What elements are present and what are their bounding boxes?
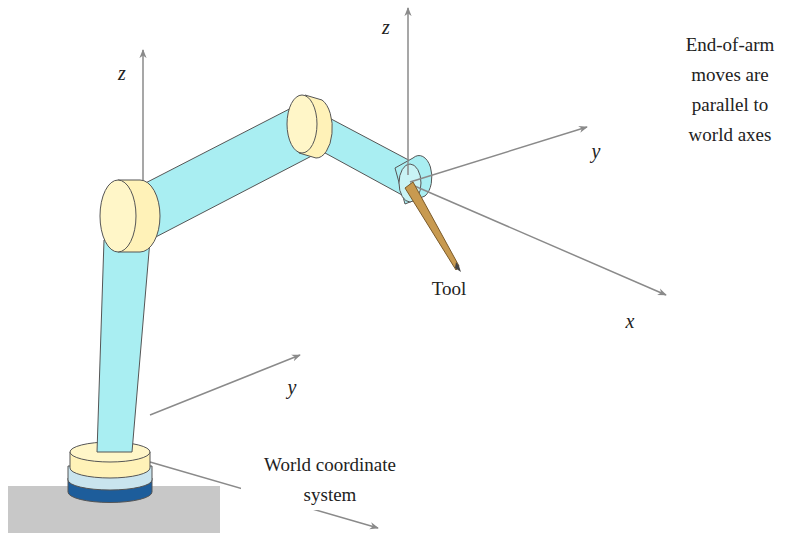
part-label: Tool bbox=[432, 274, 467, 304]
axis-label: x bbox=[626, 306, 635, 336]
elbow-joint bbox=[287, 95, 332, 158]
world-z-axis bbox=[142, 50, 144, 200]
side-note: End-of-arm moves are parallel to world a… bbox=[668, 30, 793, 150]
robot-column bbox=[97, 240, 150, 452]
axis-label: y bbox=[592, 136, 601, 166]
axis-label: z bbox=[382, 12, 390, 42]
axis-label: y bbox=[288, 372, 297, 402]
tool-y-axis bbox=[410, 127, 587, 182]
caption-note: World coordinate system bbox=[241, 450, 420, 510]
axis-label: z bbox=[118, 58, 126, 88]
world-y-axis bbox=[150, 355, 300, 415]
tool-pencil bbox=[405, 182, 461, 272]
shoulder-joint bbox=[100, 180, 160, 252]
tool-z-axis bbox=[407, 8, 409, 175]
